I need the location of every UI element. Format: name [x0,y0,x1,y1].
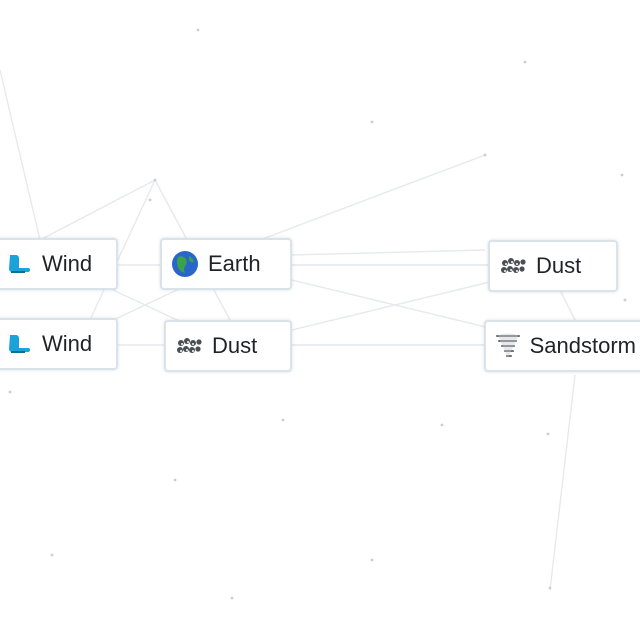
element-label: Wind [42,251,93,276]
element-label: Dust [536,253,582,278]
element-earth[interactable]: Earth [160,238,292,290]
element-label: Wind [42,331,93,356]
wind-icon [4,329,34,359]
element-label: Earth [208,251,261,276]
dust-icon [174,331,204,361]
element-sandstorm[interactable]: Sandstorm [484,320,640,372]
element-label: Sandstorm [529,333,636,358]
element-dust[interactable]: Dust [488,240,618,292]
dust-icon [498,251,528,281]
earth-globe-icon [170,249,200,279]
element-label: Dust [212,333,258,358]
wind-icon [4,249,34,279]
element-dust[interactable]: Dust [164,320,292,372]
tornado-icon [494,331,522,361]
element-wind[interactable]: Wind [0,238,118,290]
element-wind[interactable]: Wind [0,318,118,370]
